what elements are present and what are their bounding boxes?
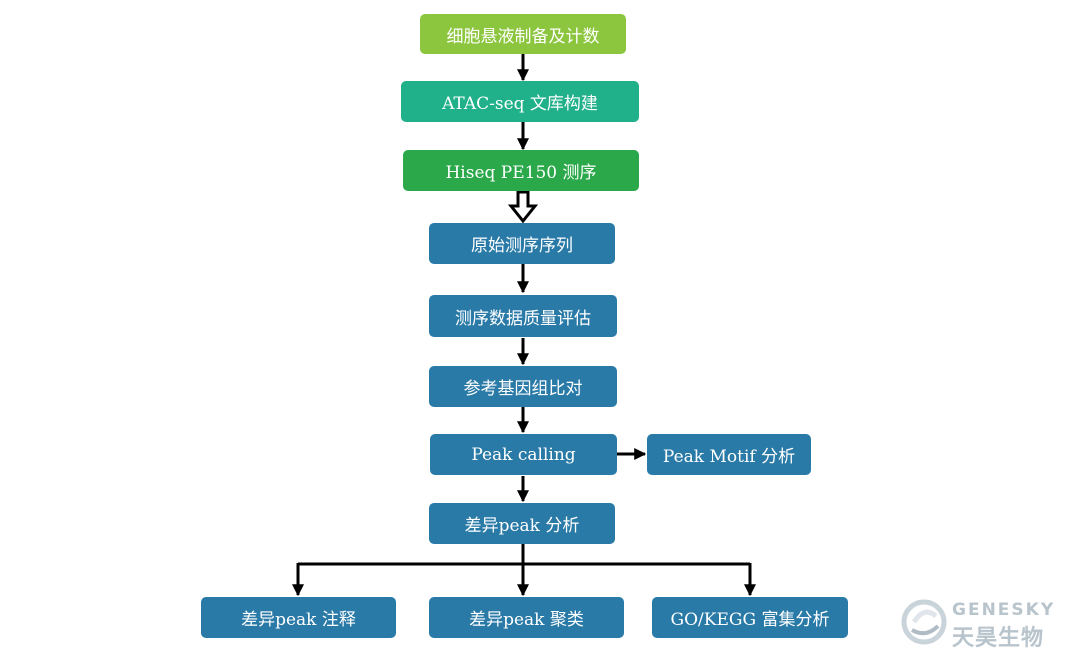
node-genome-alignment: 参考基因组比对 — [429, 366, 617, 407]
arrow-sequencing-raw-hollow — [507, 190, 539, 224]
node-library-construction: ATAC-seq 文库构建 — [401, 81, 639, 122]
node-quality-assessment: 测序数据质量评估 — [429, 295, 617, 337]
node-diff-peak-annotation: 差异peak 注释 — [201, 597, 396, 638]
logo-chinese-text: 天昊生物 — [952, 626, 1045, 651]
node-diff-peak-clustering: 差异peak 聚类 — [429, 597, 624, 638]
node-diff-peak: 差异peak 分析 — [429, 503, 615, 544]
node-cell-prep: 细胞悬液制备及计数 — [420, 14, 626, 54]
node-peak-calling: Peak calling — [430, 434, 617, 475]
node-go-kegg-enrichment: GO/KEGG 富集分析 — [652, 597, 848, 638]
genesky-logo-mark-icon — [901, 599, 947, 645]
logo-english-text: GENESKY — [952, 600, 1056, 620]
node-raw-reads: 原始测序序列 — [429, 223, 615, 264]
node-peak-motif: Peak Motif 分析 — [647, 434, 811, 475]
node-sequencing: Hiseq PE150 测序 — [403, 150, 639, 191]
genesky-logo: GENESKY 天昊生物 — [900, 598, 1070, 651]
